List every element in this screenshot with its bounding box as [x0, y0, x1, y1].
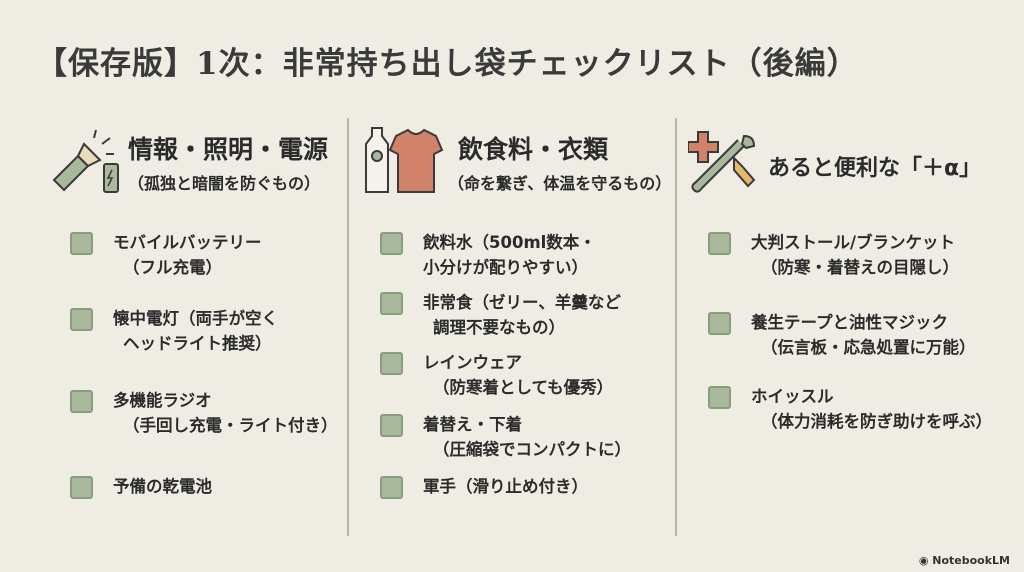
checkbox[interactable]	[708, 232, 731, 255]
column-title: あると便利な「＋α」	[768, 156, 982, 181]
item-note: （圧縮袋でコンパクトに）	[433, 440, 631, 459]
flashlight-battery-icon	[52, 129, 119, 193]
checklist-item[interactable]: 大判ストール/ブランケット （防寒・着替えの目隠し）	[708, 230, 959, 280]
item-label: 予備の乾電池	[113, 477, 212, 496]
checklist-item[interactable]: ホイッスル （体力消耗を防ぎ助けを呼ぶ）	[708, 384, 992, 434]
checklist-item[interactable]: 予備の乾電池	[70, 474, 212, 499]
column-subtitle: （命を繋ぎ、体温を守るもの）	[448, 174, 672, 193]
tools-plus-icon	[688, 131, 756, 193]
item-note: 調理不要なもの）	[433, 318, 565, 337]
checkbox[interactable]	[380, 292, 403, 315]
item-note: （体力消耗を防ぎ助けを呼ぶ）	[761, 412, 992, 431]
checklist-item[interactable]: 非常食（ゼリー、羊羹など調理不要なもの）	[380, 290, 621, 340]
item-label: ホイッスル	[751, 387, 834, 406]
item-label: 非常食（ゼリー、羊羹など	[423, 293, 621, 312]
checklist-item[interactable]: モバイルバッテリー （フル充電）	[70, 230, 262, 280]
column-title: 情報・照明・電源	[128, 135, 329, 164]
column-header-food: 飲食料・衣類 （命を繋ぎ、体温を守るもの）	[448, 130, 671, 194]
column-title: 飲食料・衣類	[458, 135, 609, 164]
item-label: 懐中電灯（両手が空く	[113, 309, 278, 328]
water-bottle-shirt-icon	[365, 127, 444, 193]
notebooklm-logo: ◉ NotebookLM	[918, 554, 1010, 567]
brand-label: NotebookLM	[932, 554, 1010, 567]
item-label: 着替え・下着	[423, 415, 522, 434]
checkbox[interactable]	[70, 232, 93, 255]
checklist-item[interactable]: 養生テープと油性マジック （伝言板・応急処置に万能）	[708, 310, 976, 360]
checklist-item[interactable]: 軍手（滑り止め付き）	[380, 474, 588, 499]
checkbox[interactable]	[380, 352, 403, 375]
checkbox[interactable]	[380, 414, 403, 437]
column-subtitle: （孤独と暗闇を防ぐもの）	[128, 174, 321, 193]
item-label: 軍手（滑り止め付き）	[423, 477, 588, 496]
item-note: （防寒着としても優秀）	[433, 378, 614, 397]
checklist-item[interactable]: レインウェア （防寒着としても優秀）	[380, 350, 613, 400]
checklist-item[interactable]: 着替え・下着 （圧縮袋でコンパクトに）	[380, 412, 631, 462]
checklist-item[interactable]: 多機能ラジオ （手回し充電・ライト付き）	[70, 388, 338, 438]
item-label: 養生テープと油性マジック	[751, 313, 949, 332]
checkbox[interactable]	[380, 232, 403, 255]
item-note: （伝言板・応急処置に万能）	[761, 338, 976, 357]
item-note: （手回し充電・ライト付き）	[123, 416, 338, 435]
item-note: （防寒・着替えの目隠し）	[761, 258, 959, 277]
checklist-item[interactable]: 懐中電灯（両手が空くヘッドライト推奨）	[70, 306, 278, 356]
item-label: モバイルバッテリー	[113, 233, 262, 252]
item-note: （フル充電）	[123, 258, 222, 277]
checkbox[interactable]	[708, 386, 731, 409]
item-label: 多機能ラジオ	[113, 391, 212, 410]
page-title: 【保存版】1次：非常持ち出し袋チェックリスト（後編）	[36, 46, 859, 82]
checklist-item[interactable]: 飲料水（500ml数本・小分けが配りやすい）	[380, 230, 596, 280]
column-header-extras: あると便利な「＋α」	[768, 150, 981, 182]
item-note: 小分けが配りやすい）	[423, 258, 588, 277]
checkbox[interactable]	[70, 476, 93, 499]
checkbox[interactable]	[70, 308, 93, 331]
checkbox[interactable]	[380, 476, 403, 499]
item-label: レインウェア	[423, 353, 522, 372]
checkbox[interactable]	[70, 390, 93, 413]
item-note: ヘッドライト推奨）	[123, 334, 272, 353]
item-label: 飲料水（500ml数本・	[423, 233, 596, 252]
column-divider	[347, 118, 349, 536]
checkbox[interactable]	[708, 312, 731, 335]
column-divider	[675, 118, 677, 536]
column-header-info: 情報・照明・電源 （孤独と暗闇を防ぐもの）	[128, 130, 328, 194]
item-label: 大判ストール/ブランケット	[751, 233, 956, 252]
